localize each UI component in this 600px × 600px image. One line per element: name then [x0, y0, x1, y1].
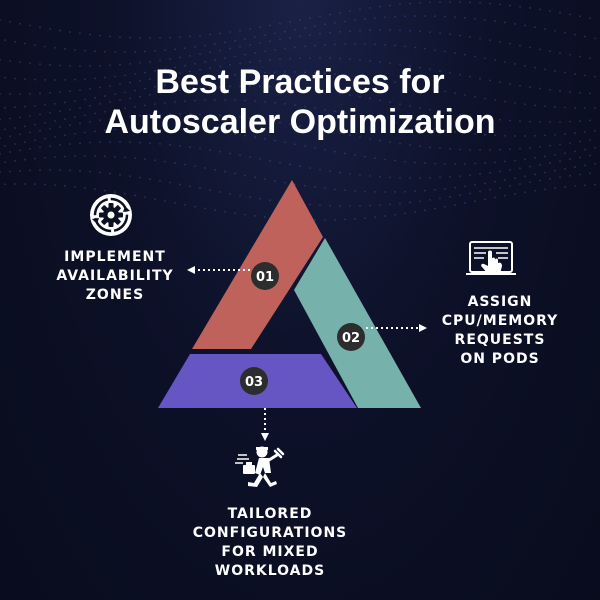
step-03-label-line: CONFIGURATIONS — [192, 525, 348, 541]
step-03-label-line: WORKLOADS — [214, 563, 326, 579]
page-title-line-1: Best Practices for — [155, 63, 445, 101]
badge-01-number: 01 — [256, 270, 274, 285]
badge-01: 01 — [251, 262, 279, 290]
step-03-label-line: FOR MIXED — [221, 544, 319, 560]
step-02-label-line: REQUESTS — [454, 332, 546, 348]
step-02-label: ASSIGN CPU/MEMORY REQUESTS ON PODS — [420, 293, 580, 369]
hand-touch-screen-icon — [466, 241, 516, 275]
connector-02 — [366, 324, 427, 332]
step-01-label-line: IMPLEMENT — [64, 249, 166, 265]
step-02-label-line: CPU/MEMORY — [441, 313, 559, 329]
connector-01 — [187, 266, 250, 274]
step-01-label-line: AVAILABILITY — [56, 268, 174, 284]
badge-02-number: 02 — [342, 331, 360, 346]
step-03-label: TAILORED CONFIGURATIONS FOR MIXED WORKLO… — [170, 505, 370, 581]
gear-cycle-icon — [90, 194, 132, 236]
page-title-line-2: Autoscaler Optimization — [104, 103, 496, 141]
step-03-label-line: TAILORED — [227, 506, 313, 522]
badge-02: 02 — [337, 323, 365, 351]
step-01-label: IMPLEMENT AVAILABILITY ZONES — [40, 248, 190, 305]
badge-03: 03 — [240, 367, 268, 395]
running-worker-icon — [235, 446, 285, 487]
segment-02 — [294, 238, 421, 408]
badge-03-number: 03 — [245, 375, 263, 390]
step-01-label-line: ZONES — [85, 287, 145, 303]
connector-03 — [261, 408, 269, 441]
step-02-label-line: ASSIGN — [467, 294, 533, 310]
step-02-label-line: ON PODS — [460, 351, 540, 367]
